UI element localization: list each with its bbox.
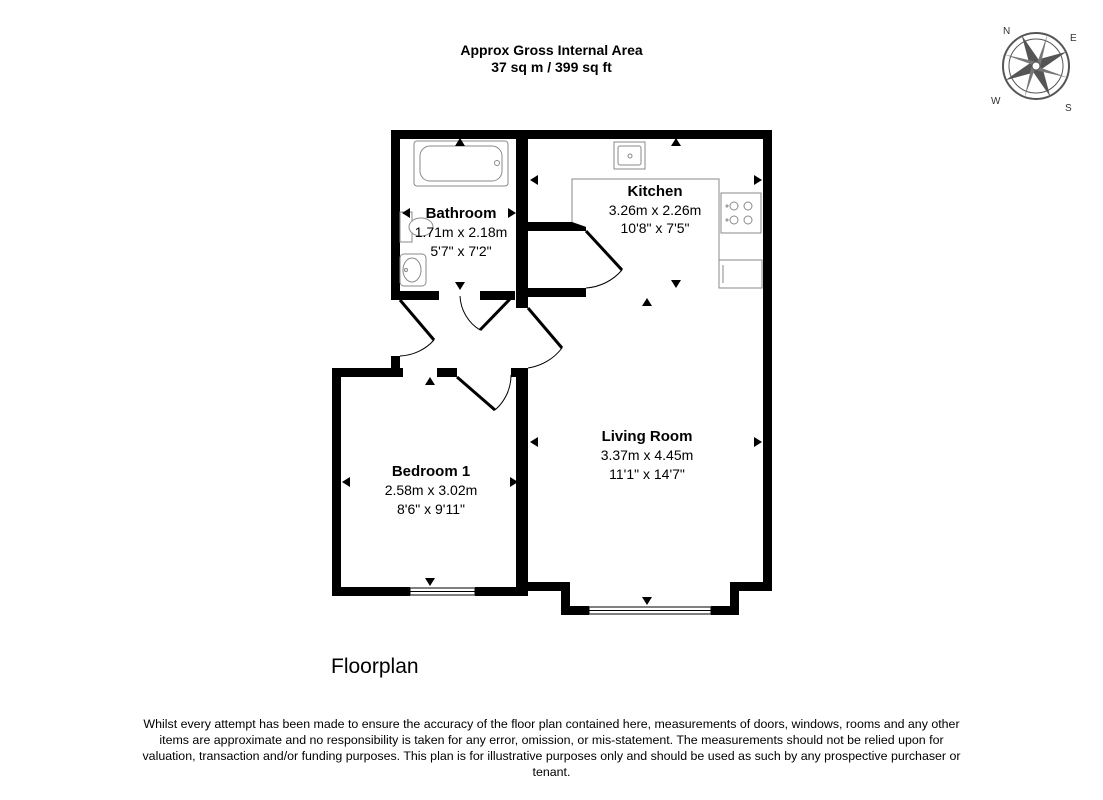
disclaimer-text: Whilst every attempt has been made to en… bbox=[142, 717, 961, 779]
bay-bottom-right bbox=[711, 606, 739, 615]
bathroom-top-wall bbox=[391, 130, 525, 139]
compass-e: E bbox=[1070, 33, 1077, 44]
room-label-living: Living Room 3.37m x 4.45m 11'1" x 14'7" bbox=[601, 428, 694, 482]
living-bottom-left bbox=[516, 582, 570, 591]
fridge-icon bbox=[718, 259, 763, 289]
compass-icon: N E S W bbox=[991, 26, 1077, 114]
living-imperial: 11'1" x 14'7" bbox=[609, 466, 685, 482]
bedroom-left-wall bbox=[332, 368, 341, 596]
area-value: 37 sq m / 399 sq ft bbox=[491, 59, 612, 75]
living-metric: 3.37m x 4.45m bbox=[601, 447, 694, 463]
bedroom-right-wall bbox=[519, 368, 528, 596]
bathroom-metric: 1.71m x 2.18m bbox=[415, 224, 508, 240]
bathroom-bottom-wall-right bbox=[480, 291, 515, 300]
bay-bottom-left bbox=[561, 606, 589, 615]
bedroom-metric: 2.58m x 3.02m bbox=[385, 482, 478, 498]
bay-left bbox=[561, 582, 570, 615]
measurement-arrows bbox=[342, 138, 762, 605]
kitchen-imperial: 10'8" x 7'5" bbox=[621, 220, 690, 236]
kitchen-top-wall bbox=[516, 130, 772, 139]
bay-right bbox=[730, 582, 739, 615]
floorplan-title: Floorplan bbox=[331, 655, 419, 678]
kitchen-stub-lower bbox=[516, 288, 586, 297]
living-right-wall bbox=[763, 130, 772, 591]
basin-icon bbox=[399, 253, 427, 287]
living-name: Living Room bbox=[602, 428, 693, 445]
compass-n: N bbox=[1003, 26, 1010, 37]
room-label-kitchen: Kitchen 3.26m x 2.26m 10'8" x 7'5" bbox=[609, 183, 702, 236]
bedroom-top-wall-mid bbox=[437, 368, 457, 377]
room-label-bathroom: Bathroom 1.71m x 2.18m 5'7" x 7'2" bbox=[415, 205, 508, 259]
room-label-bedroom: Bedroom 1 2.58m x 3.02m 8'6" x 9'11" bbox=[385, 463, 478, 517]
bedroom-bottom-right bbox=[475, 587, 528, 596]
compass-w: W bbox=[991, 96, 1001, 107]
bathroom-left-wall bbox=[391, 130, 400, 300]
windows bbox=[409, 587, 712, 615]
sink-icon bbox=[613, 141, 646, 170]
hall-left-stub bbox=[391, 356, 400, 377]
bedroom-top-wall-left bbox=[332, 368, 403, 377]
hall-right-stub bbox=[516, 300, 528, 308]
fixtures bbox=[399, 140, 763, 289]
area-header: Approx Gross Internal Area 37 sq m / 399… bbox=[0, 42, 1103, 76]
bedroom-name: Bedroom 1 bbox=[392, 463, 470, 480]
kitchen-name: Kitchen bbox=[627, 183, 682, 200]
walls bbox=[332, 130, 772, 615]
bathroom-imperial: 5'7" x 7'2" bbox=[430, 243, 491, 259]
bathroom-name: Bathroom bbox=[426, 205, 497, 222]
kitchen-stub-upper bbox=[516, 222, 586, 231]
bathroom-kitchen-wall bbox=[516, 130, 528, 300]
area-title: Approx Gross Internal Area bbox=[460, 42, 643, 58]
hob-icon bbox=[720, 192, 762, 234]
compass-s: S bbox=[1065, 103, 1072, 114]
toilet-icon bbox=[399, 211, 434, 243]
kitchen-metric: 3.26m x 2.26m bbox=[609, 202, 702, 218]
living-bottom-right bbox=[730, 582, 772, 591]
bedroom-bottom-left bbox=[332, 587, 410, 596]
bathroom-bottom-wall-left bbox=[391, 291, 439, 300]
doors bbox=[398, 229, 624, 412]
bedroom-imperial: 8'6" x 9'11" bbox=[397, 501, 465, 517]
